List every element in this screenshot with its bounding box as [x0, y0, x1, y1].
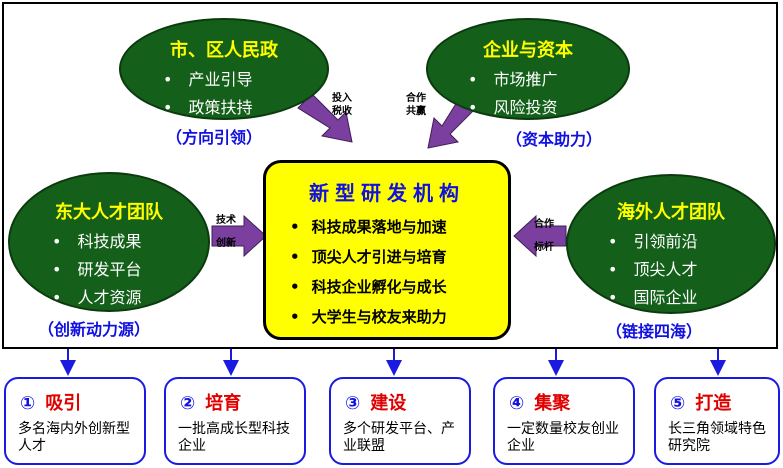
- outcome-number: ②: [180, 393, 196, 414]
- ellipse-government: 市、区人民政 产业引导 政策扶持: [119, 18, 329, 120]
- outcome-word: 吸引: [45, 393, 82, 414]
- outcome-box-3: ③ 建设 多个研发平台、产业联盟: [329, 377, 471, 465]
- arrow-label-line: 合作: [406, 93, 426, 104]
- list-item: 大学生与校友来助力: [290, 306, 508, 327]
- arrow-label-overseas: 合作 标杆: [534, 218, 554, 254]
- ellipse-title: 市、区人民政: [170, 40, 278, 61]
- outcome-box-1: ① 吸引 多名海内外创新型人才: [4, 377, 146, 465]
- arrow-label-line: 投入: [332, 93, 352, 104]
- outcome-desc: 长三角领域特色研究院: [668, 421, 766, 454]
- outcome-box-4: ④ 集聚 一定数量校友创业企业: [493, 377, 635, 465]
- list-item: 引领前沿: [608, 228, 774, 252]
- outcome-word: 建设: [370, 393, 407, 414]
- ellipse-overseas-team: 海外人才团队 引领前沿 顶尖人才 国际企业: [566, 174, 776, 314]
- arrow-label-line: 创新: [216, 238, 236, 249]
- list-item: 顶尖人才引进与培育: [290, 246, 508, 267]
- ellipse-capital: 企业与资本 市场推广 风险投资: [426, 18, 630, 120]
- outcome-number: ⑤: [670, 393, 686, 414]
- outcome-box-5: ⑤ 打造 长三角领域特色研究院: [654, 377, 780, 465]
- arrow-seu-to-center: [211, 214, 267, 258]
- arrow-overseas-to-center: [513, 214, 567, 258]
- outcome-box-2: ② 培育 一批高成长型科技企业: [164, 377, 306, 465]
- outcome-desc: 一定数量校友创业企业: [507, 421, 619, 454]
- outcome-desc: 多个研发平台、产业联盟: [343, 421, 455, 454]
- outcome-desc: 多名海内外创新型人才: [18, 421, 130, 454]
- list-item: 产业引导: [163, 66, 327, 90]
- ellipse-title: 东大人才团队: [55, 202, 163, 223]
- outcome-word: 培育: [205, 393, 242, 414]
- outcome-word: 打造: [695, 393, 732, 414]
- outcome-desc: 一批高成长型科技企业: [178, 421, 290, 454]
- list-item: 国际企业: [608, 284, 774, 308]
- ellipse-title: 海外人才团队: [617, 202, 725, 223]
- outcome-word: 集聚: [534, 393, 571, 414]
- arrow-label-gov: 投入 税收: [332, 92, 352, 118]
- arrow-label-line: 合作: [534, 219, 554, 230]
- arrow-label-line: 税收: [332, 106, 352, 117]
- outcome-number: ④: [509, 393, 525, 414]
- list-item: 科技成果: [52, 228, 208, 252]
- center-title: 新型研发机构: [309, 181, 465, 205]
- ellipse-seu-team: 东大人才团队 科技成果 研发平台 人才资源: [8, 172, 210, 312]
- list-item: 政策扶持: [163, 94, 327, 118]
- list-item: 市场推广: [468, 66, 628, 90]
- outcome-number: ①: [20, 393, 36, 414]
- arrow-label-line: 标杆: [534, 242, 554, 253]
- arrow-label-line: 共赢: [406, 106, 426, 117]
- list-item: 科技成果落地与加速: [290, 216, 508, 237]
- list-item: 研发平台: [52, 256, 208, 280]
- ellipse-title: 企业与资本: [483, 40, 573, 61]
- center-box-rd-institute: 新型研发机构 科技成果落地与加速 顶尖人才引进与培育 科技企业孵化与成长 大学生…: [263, 160, 511, 340]
- list-item: 顶尖人才: [608, 256, 774, 280]
- arrow-label-line: 技术: [216, 215, 236, 226]
- arrow-label-seu: 技术 创新: [216, 214, 236, 250]
- list-item: 人才资源: [52, 284, 208, 308]
- list-item: 风险投资: [468, 94, 628, 118]
- arrow-label-capital: 合作 共赢: [406, 92, 426, 118]
- outcome-number: ③: [345, 393, 361, 414]
- caption-seu: （创新动力源）: [38, 320, 151, 339]
- caption-government: （方向引领）: [166, 128, 263, 147]
- caption-capital: （资本助力）: [506, 130, 603, 149]
- list-item: 科技企业孵化与成长: [290, 276, 508, 297]
- caption-overseas: （链接四海）: [606, 322, 703, 341]
